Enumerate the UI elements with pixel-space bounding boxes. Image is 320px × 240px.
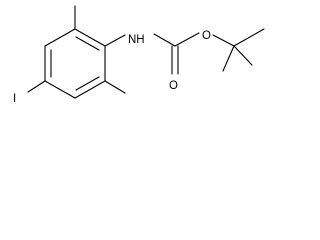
iodine-bond [27, 80, 46, 93]
tbutyl-methyl-bond-2 [233, 45, 253, 66]
ring-double-bond-3 [75, 76, 100, 91]
ring-double-bond-1 [75, 36, 100, 51]
tbutyl-methyl-bond-1 [233, 28, 265, 47]
iodine-label: I [13, 93, 16, 105]
structure-canvas: I NH O O [0, 0, 285, 131]
ring-bond-1 [74, 28, 106, 47]
ring-bond-4 [44, 80, 76, 99]
nh-label: NH [128, 34, 145, 46]
nitrogen-carbonyl-bond [153, 33, 176, 47]
carbonyl-oxygen-label: O [169, 80, 178, 92]
aryl-nitrogen-bond [104, 34, 126, 47]
ring-bond-2 [44, 28, 76, 47]
methyl-bond-bottom [104, 80, 126, 94]
structure-drawing: I NH O O [13, 5, 265, 105]
ester-oxygen-label: O [202, 30, 211, 42]
tert-butyl-group [222, 28, 265, 72]
ring-bond-5 [74, 80, 106, 99]
benzene-ring [44, 28, 106, 99]
carbonyl-ester-oxygen-bond [174, 32, 200, 47]
tbutyl-methyl-bond-3 [222, 45, 235, 72]
ester-oxygen-tbutyl-bond [212, 34, 235, 47]
